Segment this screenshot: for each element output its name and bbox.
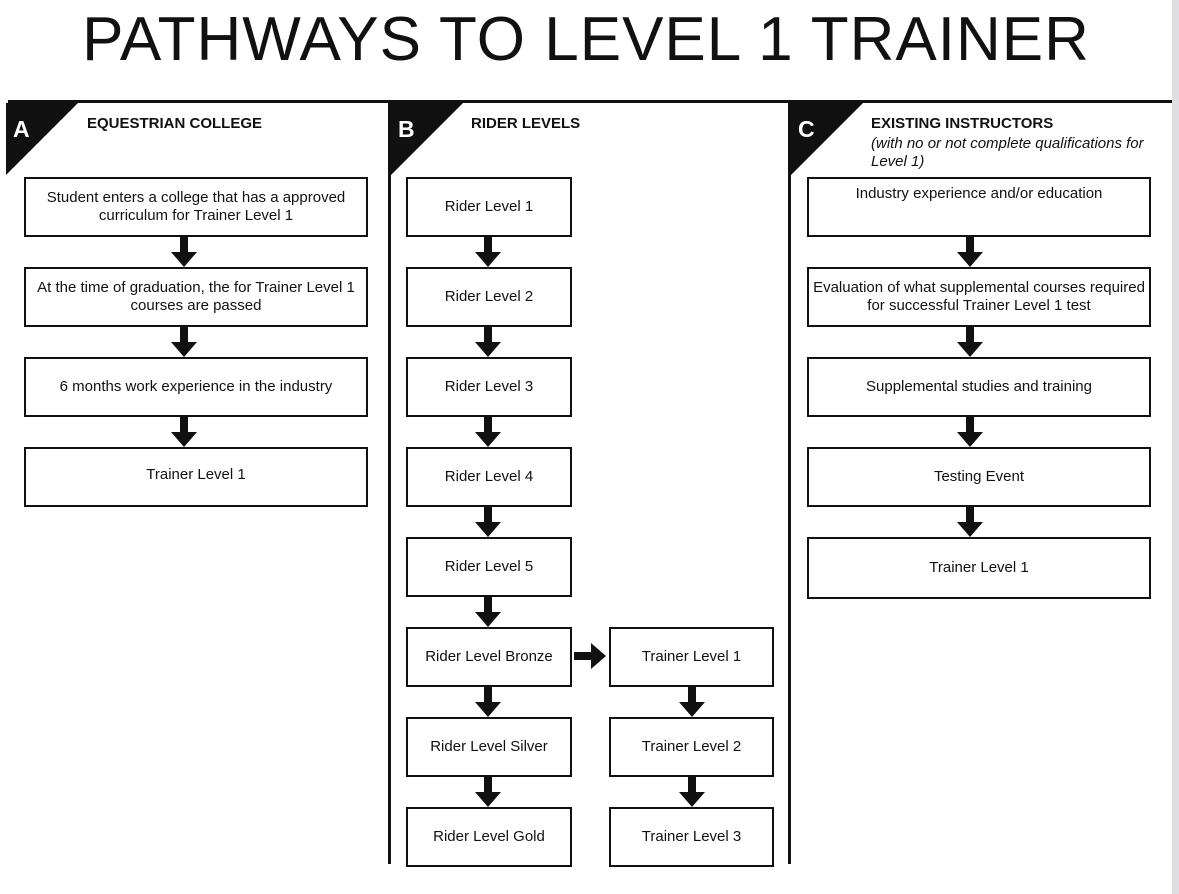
- rider-level-bronze-box: Rider Level Bronze: [406, 627, 572, 687]
- instructor-step-3: Supplemental studies and training: [807, 357, 1151, 417]
- arrow-down-icon: [171, 237, 197, 267]
- arrow-down-icon: [957, 327, 983, 357]
- header-rule: [8, 100, 1172, 103]
- column-b-heading: RIDER LEVELS: [471, 115, 581, 132]
- college-step-4: Trainer Level 1: [24, 447, 368, 507]
- arrow-right-icon: [574, 643, 606, 669]
- instructor-step-4: Testing Event: [807, 447, 1151, 507]
- arrow-down-icon: [475, 687, 501, 717]
- column-c-heading: EXISTING INSTRUCTORS: [871, 115, 1054, 132]
- column-a-heading: EQUESTRIAN COLLEGE: [87, 115, 263, 132]
- arrow-down-icon: [957, 417, 983, 447]
- rider-level-3-box: Rider Level 3: [406, 357, 572, 417]
- column-c-subheading: (with no or not complete qualifications …: [871, 135, 1144, 170]
- rider-level-2-box: Rider Level 2: [406, 267, 572, 327]
- college-step-3: 6 months work experience in the industry: [24, 357, 368, 417]
- arrow-down-icon: [475, 507, 501, 537]
- trainer-level-2-box: Trainer Level 2: [609, 717, 774, 777]
- column-b-corner: [391, 103, 463, 175]
- arrow-down-icon: [957, 507, 983, 537]
- arrow-down-icon: [475, 417, 501, 447]
- trainer-level-3-box: Trainer Level 3: [609, 807, 774, 867]
- rider-level-silver-box: Rider Level Silver: [406, 717, 572, 777]
- arrow-down-icon: [475, 237, 501, 267]
- page-title: PATHWAYS TO LEVEL 1 TRAINER: [82, 5, 1090, 74]
- column-b-letter: B: [398, 116, 415, 142]
- arrow-down-icon: [679, 777, 705, 807]
- column-a-letter: A: [13, 116, 30, 142]
- rider-level-1-box: Rider Level 1: [406, 177, 572, 237]
- trainer-level-1-box: Trainer Level 1: [609, 627, 774, 687]
- column-a-corner: [6, 103, 78, 175]
- column-c-letter: C: [798, 116, 815, 142]
- instructor-step-5: Trainer Level 1: [807, 537, 1151, 599]
- instructor-step-2: Evaluation of what supplemental courses …: [807, 267, 1151, 327]
- arrow-down-icon: [475, 327, 501, 357]
- divider-left: [388, 100, 391, 864]
- rider-level-gold-box: Rider Level Gold: [406, 807, 572, 867]
- column-c-corner: [791, 103, 863, 175]
- instructor-step-1: Industry experience and/or education: [807, 177, 1151, 237]
- rider-level-4-box: Rider Level 4: [406, 447, 572, 507]
- arrow-down-icon: [475, 777, 501, 807]
- arrow-down-icon: [475, 597, 501, 627]
- college-step-1: Student enters a college that has a appr…: [24, 177, 368, 237]
- arrow-down-icon: [171, 327, 197, 357]
- page-edge: [1172, 0, 1179, 894]
- arrow-down-icon: [679, 687, 705, 717]
- arrow-down-icon: [171, 417, 197, 447]
- rider-level-5-box: Rider Level 5: [406, 537, 572, 597]
- divider-right: [788, 100, 791, 864]
- arrow-down-icon: [957, 237, 983, 267]
- college-step-2: At the time of graduation, the for Train…: [24, 267, 368, 327]
